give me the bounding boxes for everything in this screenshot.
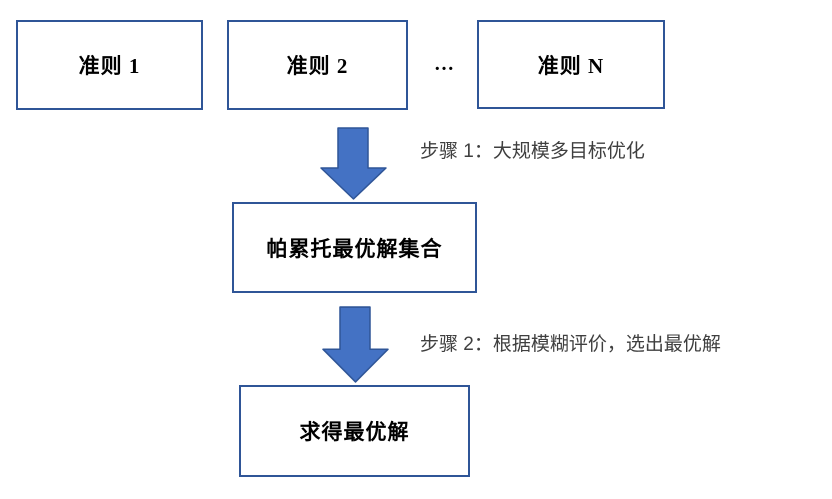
criterion-1-box: 准则 1: [16, 20, 203, 110]
final-optimal-solution-box: 求得最优解: [239, 385, 470, 477]
step-2-annotation: 步骤 2：根据模糊评价，选出最优解: [420, 334, 721, 355]
ellipsis-between-boxes: …: [434, 52, 454, 75]
pareto-optimal-set-box: 帕累托最优解集合: [232, 202, 477, 293]
down-arrow-icon: [320, 127, 387, 200]
criterion-n-box: 准则 N: [477, 20, 665, 109]
step-1-annotation: 步骤 1：大规模多目标优化: [420, 141, 645, 162]
criterion-2-box: 准则 2: [227, 20, 408, 110]
down-arrow-icon: [322, 306, 389, 383]
